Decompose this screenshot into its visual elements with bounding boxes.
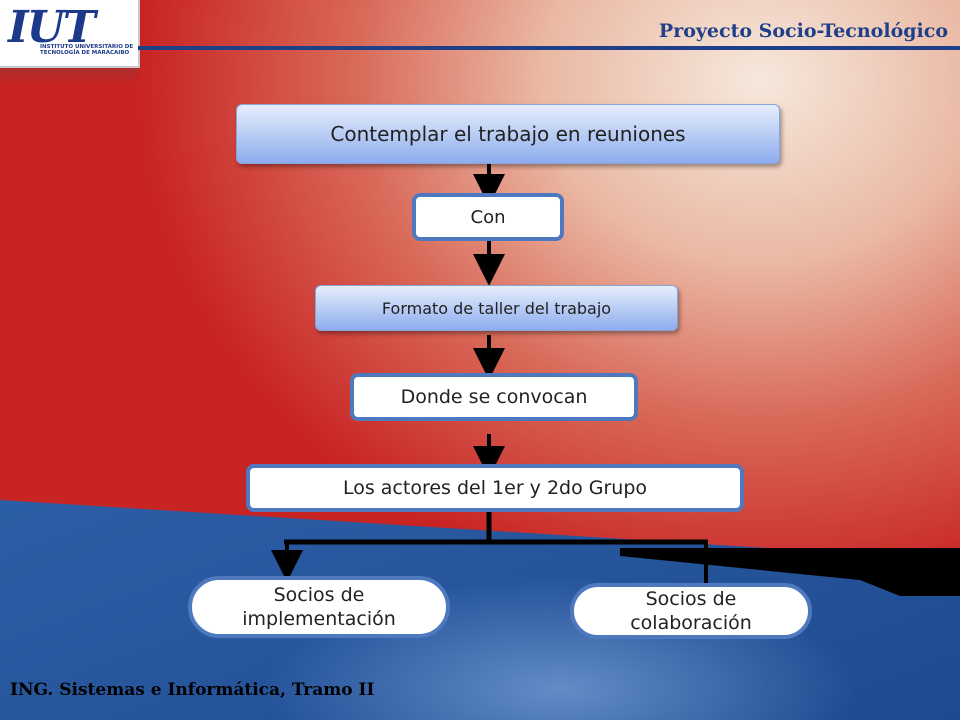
flow-step-2-label: Con <box>470 206 506 228</box>
flow-step-5-label: Los actores del 1er y 2do Grupo <box>342 477 648 499</box>
iut-logo: IUT INSTITUTO UNIVERSITARIO DE TECNOLOGÍ… <box>0 0 140 68</box>
flow-branch-right-label: Socios de colaboración <box>630 588 752 634</box>
logo-mark: IUT <box>8 2 96 53</box>
header-rule <box>138 46 960 50</box>
header-title: Proyecto Socio-Tecnológico <box>658 20 948 42</box>
flow-step-1-label: Contemplar el trabajo en reuniones <box>330 122 686 146</box>
flow-step-1: Contemplar el trabajo en reuniones <box>236 104 780 164</box>
flow-branch-left-label: Socios de implementación <box>242 584 396 630</box>
flow-step-3: Formato de taller del trabajo <box>315 285 678 331</box>
footer-text: ING. Sistemas e Informática, Tramo II <box>10 680 375 700</box>
flow-branch-right: Socios de colaboración <box>570 583 812 639</box>
flow-step-2: Con <box>412 193 564 241</box>
flow-step-3-label: Formato de taller del trabajo <box>381 298 612 318</box>
logo-reflection <box>0 68 138 84</box>
flow-step-5: Los actores del 1er y 2do Grupo <box>246 464 744 512</box>
flow-step-4-label: Donde se convocan <box>400 386 588 408</box>
logo-subtitle: INSTITUTO UNIVERSITARIO DE TECNOLOGÍA DE… <box>40 44 134 56</box>
flow-step-4: Donde se convocan <box>350 373 638 421</box>
flow-branch-left: Socios de implementación <box>188 576 450 638</box>
